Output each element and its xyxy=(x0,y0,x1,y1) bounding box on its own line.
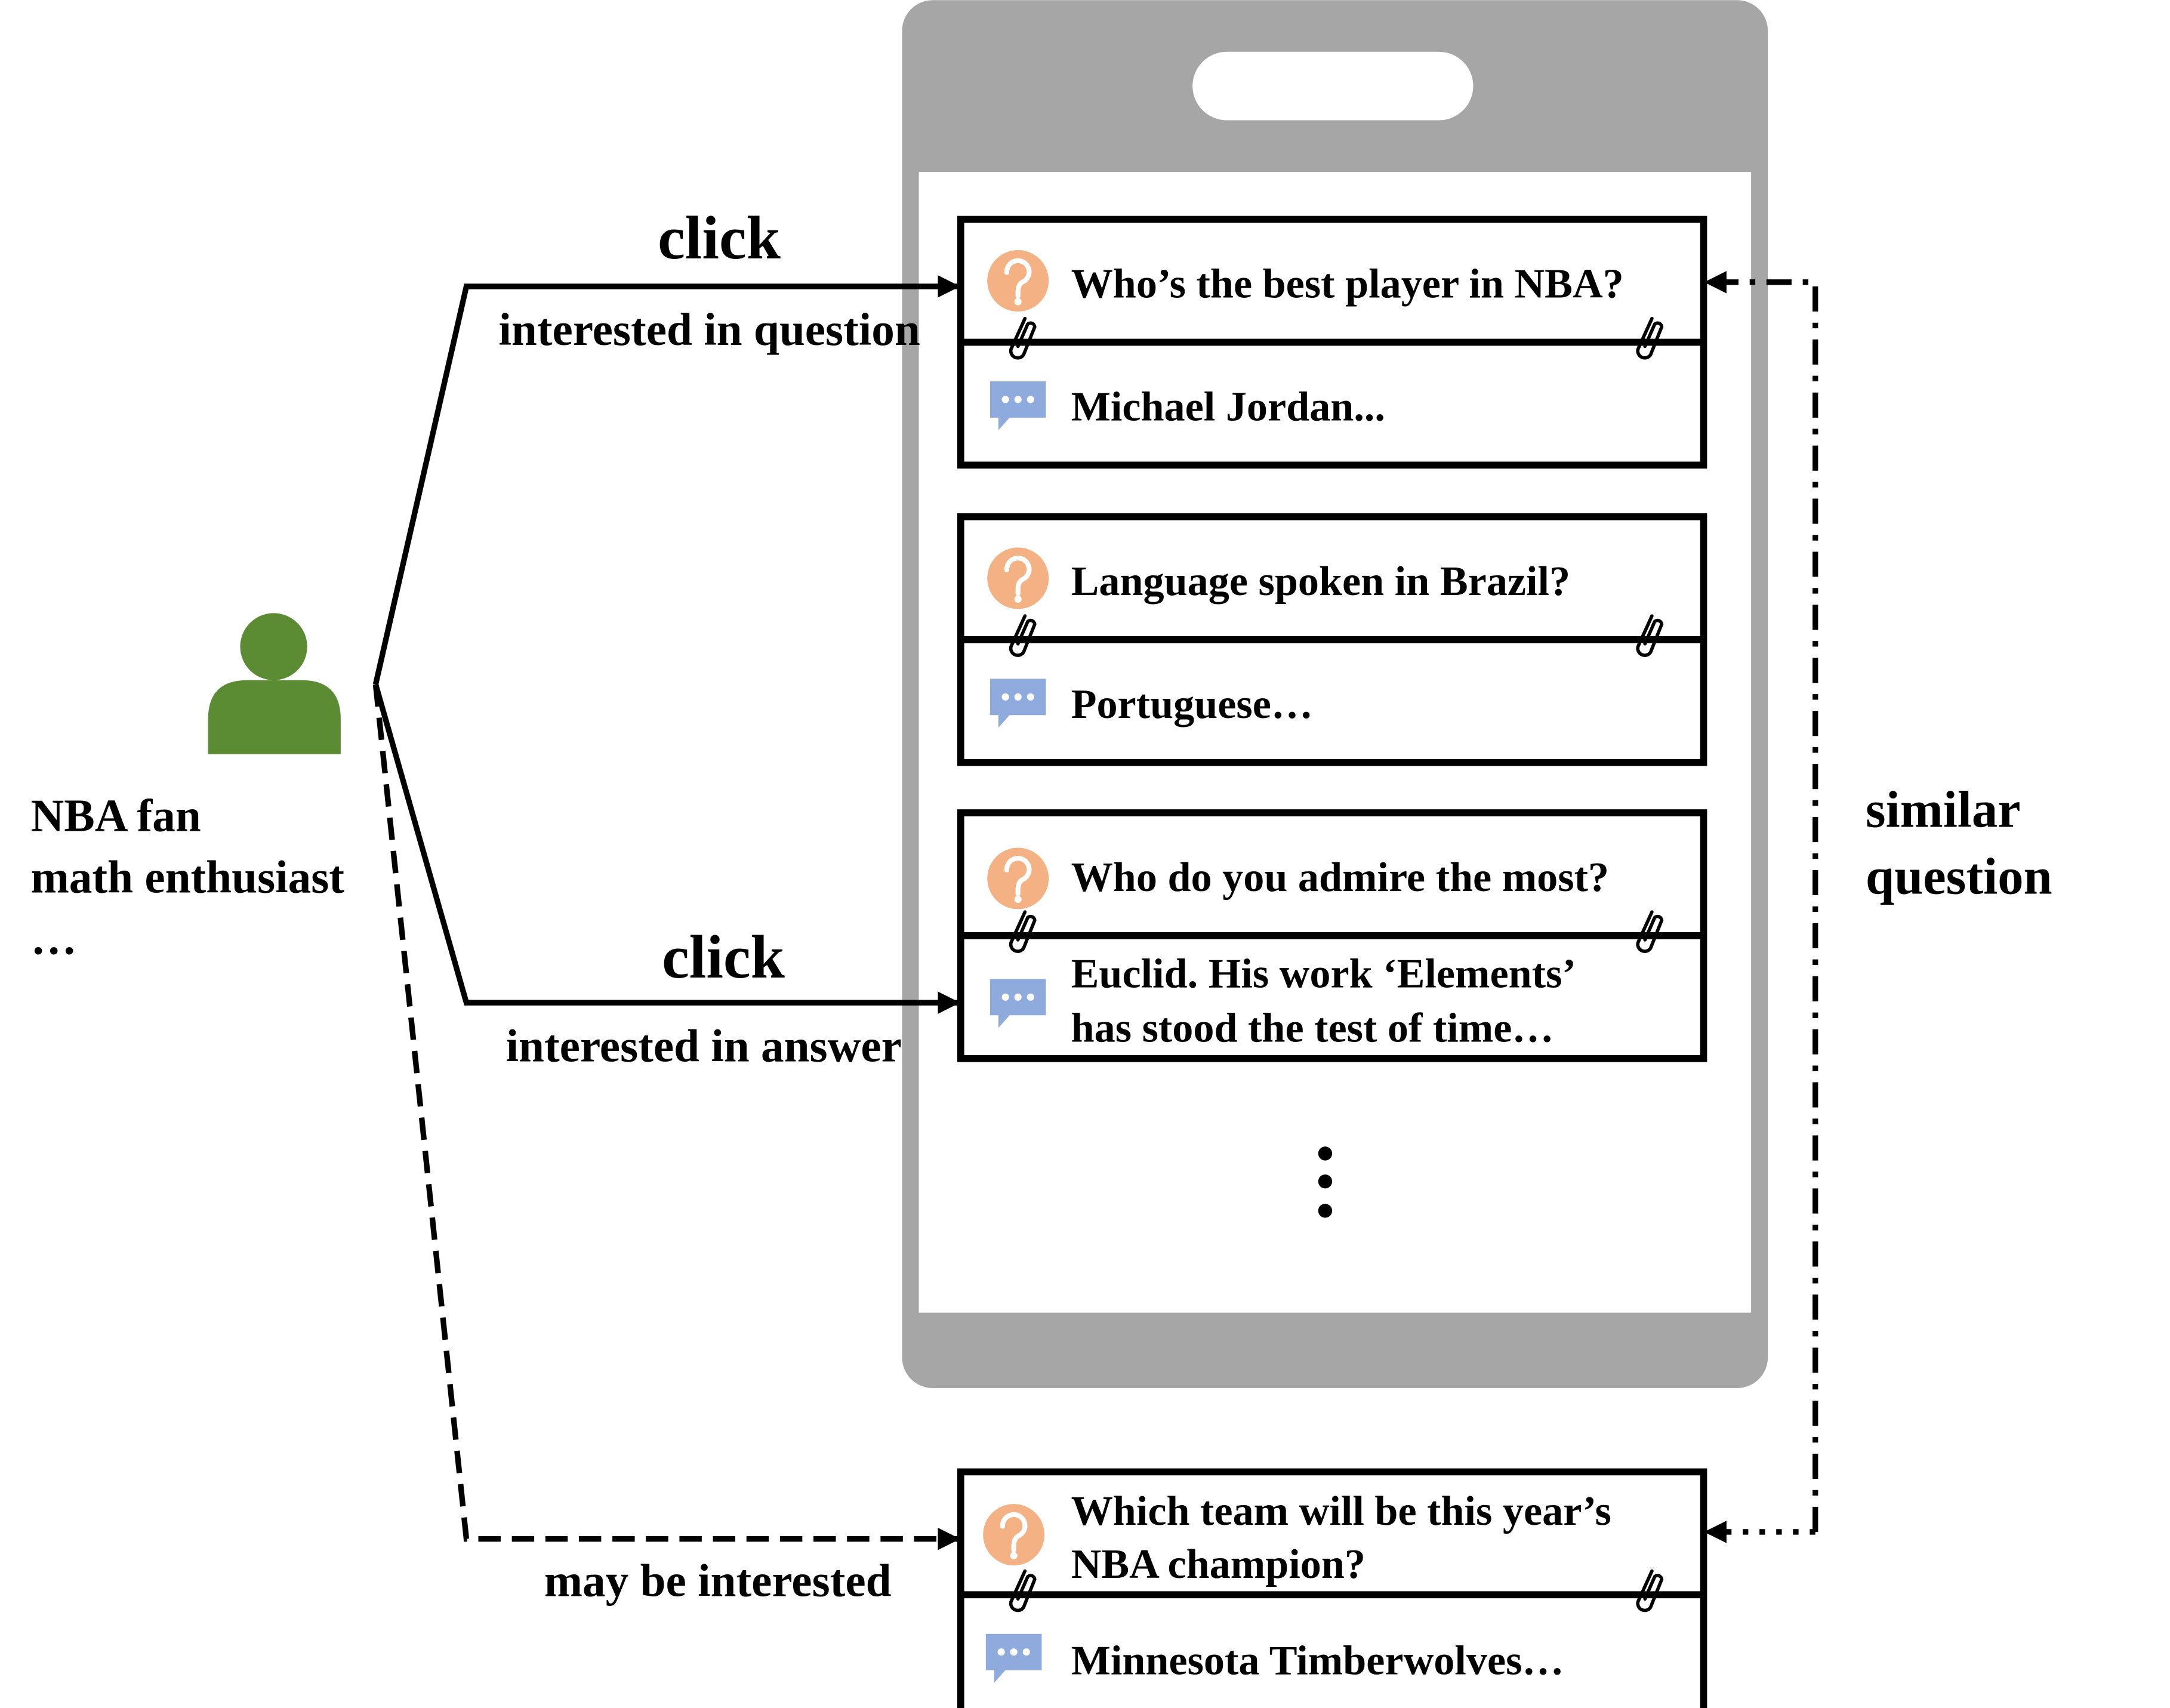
edge-click-question xyxy=(372,275,960,685)
similar-label-line: similar xyxy=(1866,781,2021,838)
question-text: Who’s the best player in NBA? xyxy=(1071,261,1624,307)
edge-click-answer xyxy=(372,683,960,1014)
question-text: Language spoken in Brazil? xyxy=(1071,558,1571,605)
edge-label-reason: interested in answer xyxy=(506,1020,902,1071)
edge-may-be-interested xyxy=(372,684,960,1550)
user-trait: … xyxy=(30,912,76,964)
qa-card[interactable]: Who do you admire the most? Euclid. His … xyxy=(957,809,1707,1062)
similar-label-line: question xyxy=(1866,848,2052,905)
question-icon xyxy=(987,847,1049,909)
question-text: NBA champion? xyxy=(1071,1541,1366,1587)
edge-label-click: click xyxy=(658,204,781,272)
qa-card[interactable]: Who’s the best player in NBA? Michael Jo… xyxy=(957,215,1707,469)
edge-label-reason: may be interested xyxy=(544,1555,892,1607)
user-trait: math enthusiast xyxy=(30,851,344,902)
user-icon xyxy=(208,613,341,754)
question-text: Which team will be this year’s xyxy=(1071,1488,1611,1534)
question-text: Who do you admire the most? xyxy=(1071,854,1609,901)
answer-text: Portuguese… xyxy=(1071,681,1313,727)
question-icon xyxy=(987,250,1049,312)
question-icon xyxy=(983,1504,1044,1565)
user-trait: NBA fan xyxy=(30,790,201,841)
answer-text: Michael Jordan... xyxy=(1071,384,1385,430)
question-icon xyxy=(987,547,1049,609)
answer-text: Euclid. His work ‘Elements’ xyxy=(1071,950,1576,997)
answer-text: Minnesota Timberwolves… xyxy=(1071,1638,1564,1684)
more-indicator xyxy=(1318,1146,1333,1218)
edge-label-reason: interested in question xyxy=(498,304,920,355)
qa-card[interactable]: Language spoken in Brazil? Portuguese… xyxy=(957,513,1707,766)
similar-question-label: similar question xyxy=(1866,781,2052,905)
edge-label-click: click xyxy=(662,923,785,991)
phone-speaker xyxy=(1192,51,1474,121)
answer-text: has stood the test of time… xyxy=(1071,1005,1554,1052)
recommended-card[interactable]: Which team will be this year’s NBA champ… xyxy=(957,1468,1707,1708)
